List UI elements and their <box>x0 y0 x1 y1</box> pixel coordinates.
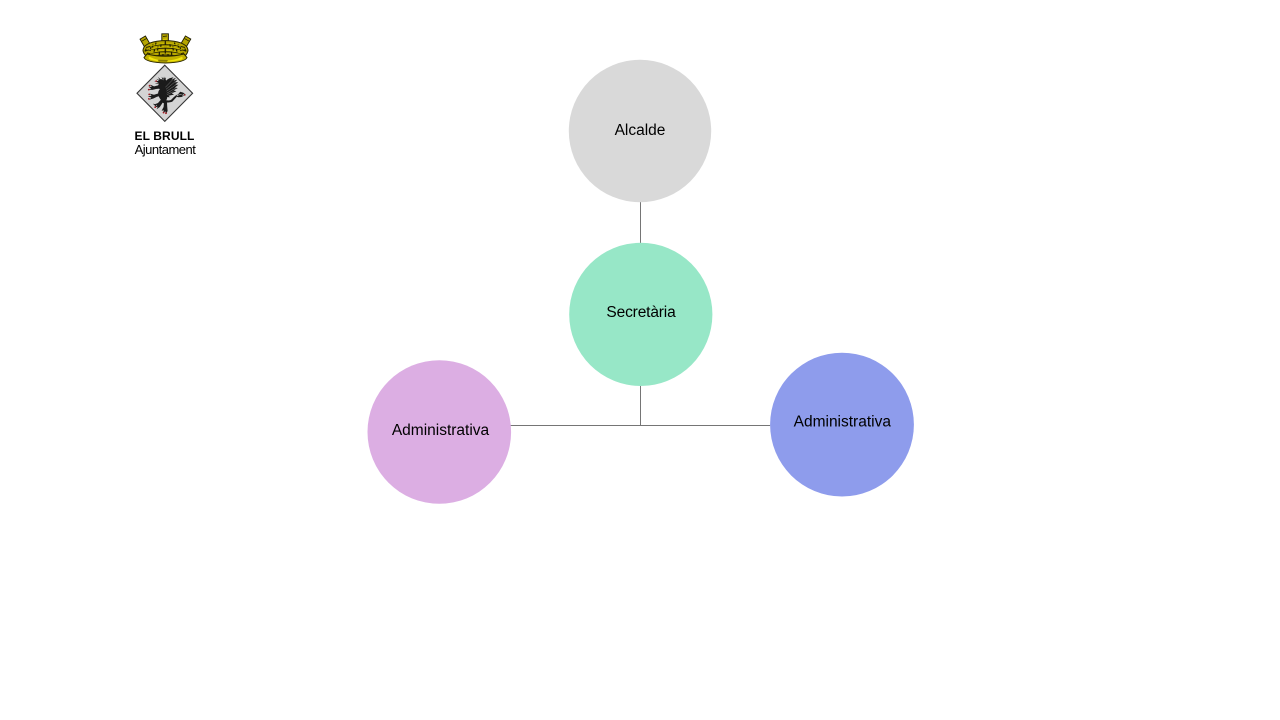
svg-text:EL BRULL: EL BRULL <box>135 129 195 143</box>
svg-text:Administrativa: Administrativa <box>392 422 490 439</box>
svg-text:Secretària: Secretària <box>606 304 676 321</box>
svg-text:Ajuntament: Ajuntament <box>135 142 197 157</box>
svg-text:Administrativa: Administrativa <box>794 414 892 431</box>
svg-text:Alcalde: Alcalde <box>615 122 666 139</box>
